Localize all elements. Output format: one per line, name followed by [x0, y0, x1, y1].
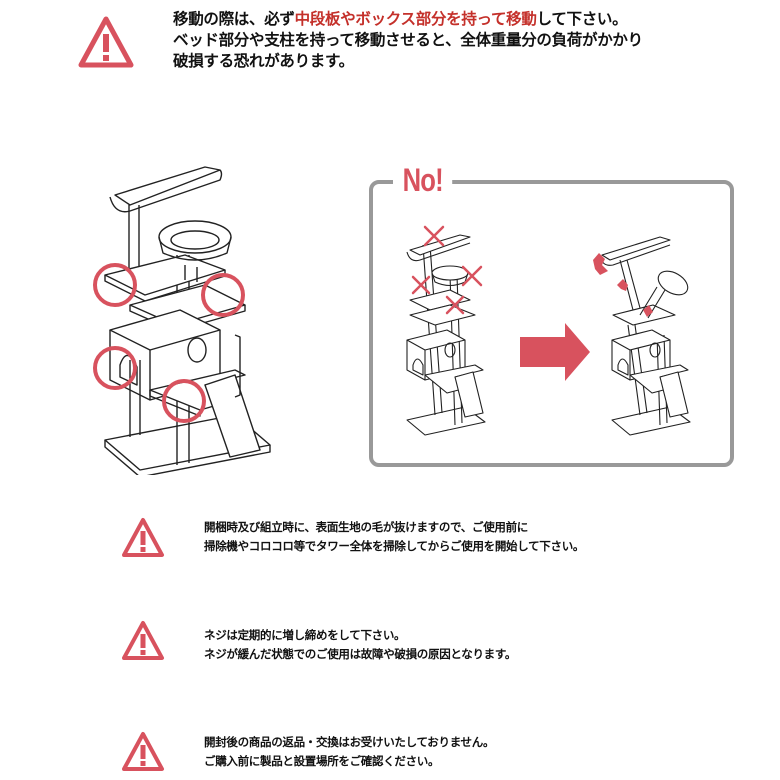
- note-1-line-2: 掃除機やコロコロ等でタワー全体を掃除してからご使用を開始して下さい。: [204, 539, 585, 553]
- x-mark-icon: [461, 265, 483, 287]
- circle-marker-icon: [162, 379, 206, 423]
- top-warning-line-1-post: して下さい。: [536, 10, 628, 28]
- warning-triangle-icon: [121, 619, 165, 663]
- circle-marker-icon: [93, 346, 137, 390]
- warning-triangle-icon: [77, 14, 135, 72]
- top-warning-line-1-pre: 移動の際は、必ず: [173, 10, 295, 28]
- top-warning-line-3: 破損する恐れがあります。: [173, 52, 354, 70]
- cat-tower-correct-illustration: [93, 166, 271, 475]
- note-3-line-2: ご購入前に製品と設置場所をご確認ください。: [204, 754, 440, 768]
- note-3: 開封後の商品の返品・交換はお受けいたしておりません。 ご購入前に製品と設置場所を…: [204, 733, 494, 771]
- no-label: No!: [393, 160, 453, 200]
- warning-triangle-icon: [121, 516, 165, 560]
- no-example-box: [369, 180, 734, 467]
- warning-triangle-icon: [121, 730, 165, 774]
- note-1: 開梱時及び組立時に、表面生地の毛が抜けますので、ご使用前に 掃除機やコロコロ等で…: [204, 518, 584, 556]
- note-3-line-1: 開封後の商品の返品・交換はお受けいたしておりません。: [204, 735, 495, 749]
- top-warning-text: 移動の際は、必ず中段板やボックス部分を持って移動して下さい。 ベッド部分や支柱を…: [173, 9, 773, 72]
- top-warning-line-1: 移動の際は、必ず中段板やボックス部分を持って移動して下さい。: [173, 9, 773, 30]
- note-1-line-1: 開梱時及び組立時に、表面生地の毛が抜けますので、ご使用前に: [204, 520, 528, 534]
- x-mark-icon: [411, 275, 431, 295]
- circle-marker-icon: [201, 273, 245, 317]
- right-arrow-icon: [520, 323, 590, 381]
- incorrect-lifting-illustration: [406, 225, 691, 436]
- x-mark-icon: [445, 295, 465, 315]
- note-2-line-2: ネジが緩んだ状態でのご使用は故障や破損の原因となります。: [204, 647, 517, 661]
- top-warning-line-2: ベッド部分や支柱を持って移動させると、全体重量分の負荷がかかり: [173, 31, 643, 49]
- circle-marker-icon: [93, 263, 137, 307]
- top-warning-highlight: 中段板やボックス部分を持って移動: [294, 10, 537, 28]
- note-2: ネジは定期的に増し締めをして下さい。 ネジが緩んだ状態でのご使用は故障や破損の原…: [204, 626, 516, 664]
- x-mark-icon: [423, 225, 445, 247]
- note-2-line-1: ネジは定期的に増し締めをして下さい。: [204, 628, 406, 642]
